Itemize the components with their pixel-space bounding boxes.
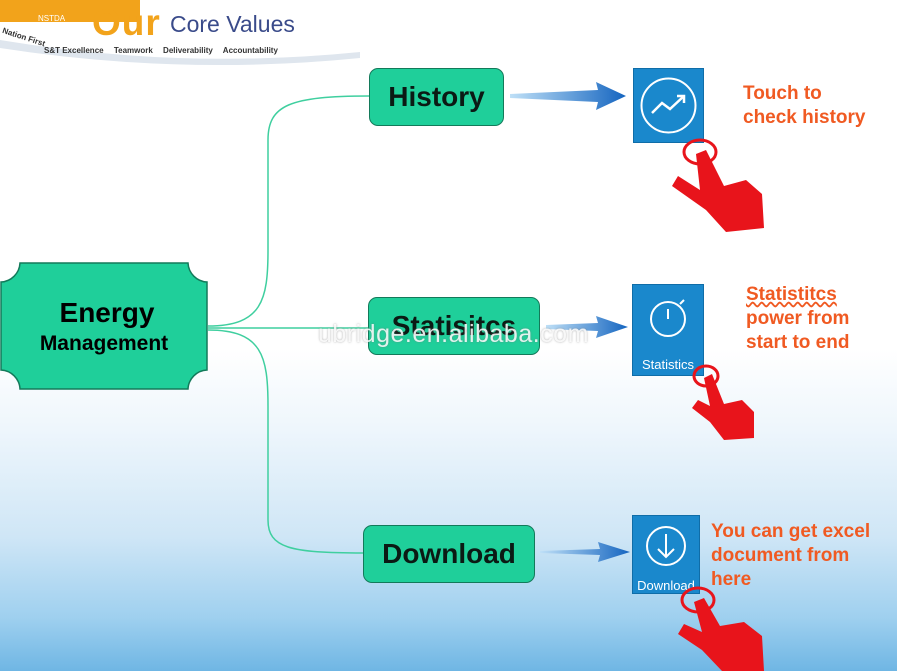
banner-swoosh bbox=[0, 0, 360, 66]
download-note: You can get excel document from here bbox=[711, 520, 870, 592]
values-row: S&T Excellence Teamwork Deliverability A… bbox=[44, 46, 286, 55]
value-item: Teamwork bbox=[113, 46, 153, 55]
branch-line-history bbox=[207, 95, 370, 327]
value-item: S&T Excellence bbox=[44, 46, 104, 55]
hand-pointer-icon bbox=[672, 138, 764, 232]
statistics-caption: Statistics bbox=[641, 357, 694, 372]
hand-pointer-icon bbox=[678, 586, 764, 671]
note-line: You can get excel bbox=[711, 521, 871, 542]
arrow-history bbox=[510, 82, 626, 110]
note-line: power from bbox=[746, 308, 850, 329]
value-item: Deliverability bbox=[163, 46, 213, 55]
center-node: Energy Management bbox=[0, 262, 208, 390]
note-line: here bbox=[711, 569, 752, 590]
note-line: Statistitcs bbox=[746, 284, 837, 305]
stopwatch-icon bbox=[650, 299, 686, 337]
arrow-download bbox=[540, 542, 630, 562]
brand-top: NSTDA bbox=[38, 14, 66, 23]
hand-pointer-icon bbox=[692, 364, 754, 440]
download-node: Download bbox=[363, 525, 535, 583]
center-shape bbox=[0, 262, 208, 390]
download-caption: Download bbox=[637, 578, 695, 593]
header-banner: NSTDA Our Core Values Nation First S&T E… bbox=[0, 0, 360, 70]
history-note: Touch to check history bbox=[743, 82, 866, 130]
title-main: Our bbox=[92, 2, 161, 43]
statistics-node: Statisitcs bbox=[368, 297, 540, 355]
branch-line-download bbox=[207, 329, 364, 554]
note-line: start to end bbox=[746, 332, 850, 353]
value-item: Accountability bbox=[222, 46, 278, 55]
download-tile[interactable]: Download bbox=[632, 515, 700, 594]
arrow-stats bbox=[546, 316, 628, 338]
note-line: check history bbox=[743, 107, 866, 128]
history-tile[interactable] bbox=[633, 68, 704, 143]
center-title: Energy bbox=[59, 296, 155, 328]
center-subtitle: Management bbox=[39, 331, 169, 355]
note-line: document from bbox=[711, 545, 850, 566]
trend-up-icon bbox=[640, 77, 697, 134]
history-node: History bbox=[369, 68, 504, 126]
statistics-tile[interactable]: Statistics bbox=[632, 284, 704, 376]
statistics-note: Statistitcs power from start to end bbox=[746, 283, 849, 355]
note-line: Touch to bbox=[743, 83, 822, 104]
watermark: ubridge.en.alibaba.com bbox=[318, 320, 589, 348]
title-rest: Core Values bbox=[170, 11, 295, 37]
download-arrow-icon bbox=[646, 526, 686, 566]
